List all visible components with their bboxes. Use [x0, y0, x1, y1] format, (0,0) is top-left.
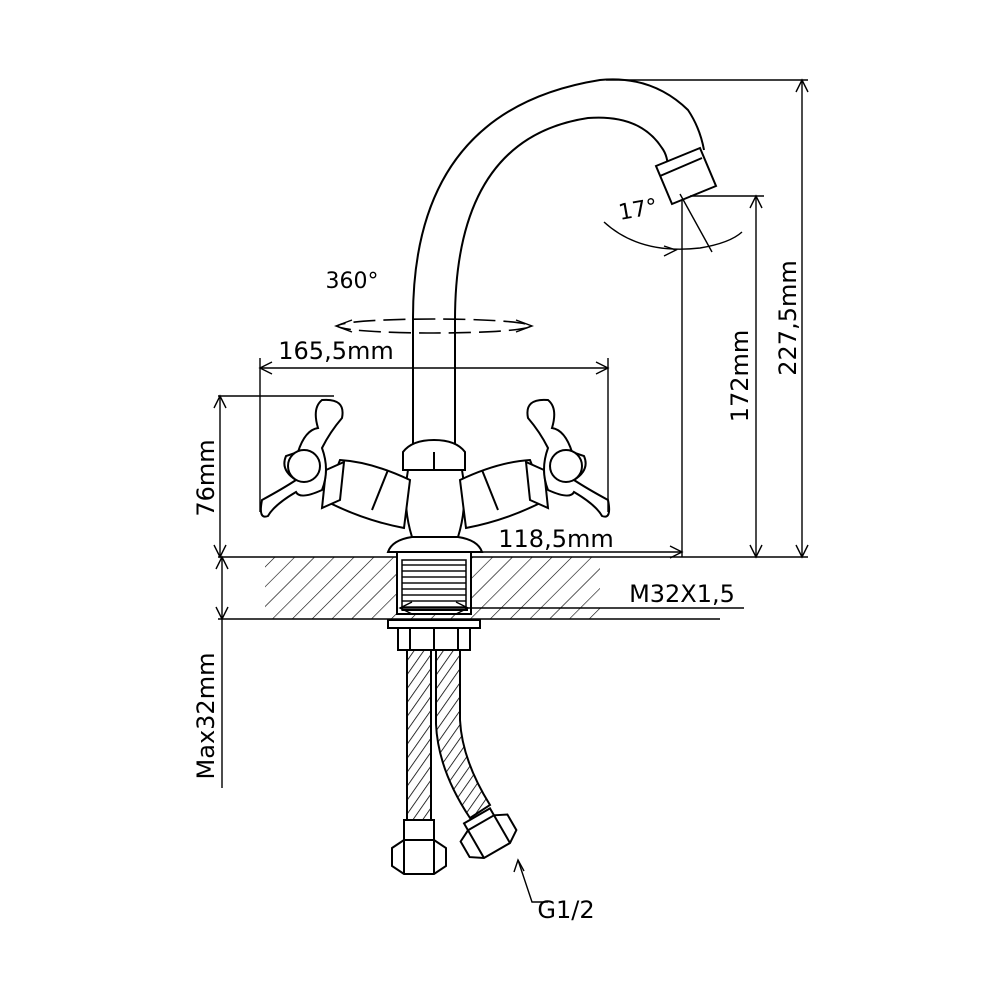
handle-span-label: 165,5mm	[278, 337, 393, 365]
hose-connection-callout: G1/2	[513, 858, 595, 924]
faucet-body	[386, 469, 484, 553]
cross-handle-left	[259, 398, 344, 518]
hose-left	[391, 649, 447, 875]
valve-body-right	[458, 458, 550, 530]
counter-thickness-label: Max32mm	[192, 653, 220, 780]
total-height-label: 227,5mm	[774, 260, 802, 375]
dimension-outlet-height: 172mm	[690, 194, 764, 559]
dimension-total-height: 227,5mm	[606, 78, 809, 559]
dimension-counter-thickness: Max32mm	[192, 555, 229, 788]
rotation-label: 360°	[326, 269, 379, 294]
spout	[402, 78, 718, 471]
outlet-height-label: 172mm	[726, 330, 754, 423]
spout-angle-label: 17°	[617, 195, 660, 226]
hose-connection-label: G1/2	[537, 896, 594, 924]
base-height-label: 76mm	[192, 439, 220, 516]
rotation-indicator: 360°	[326, 269, 534, 334]
valve-body-left	[320, 458, 412, 530]
dimension-reach: 118,5mm	[434, 200, 684, 559]
reach-label: 118,5mm	[498, 525, 613, 553]
spout-angle: 17°	[603, 193, 743, 257]
threaded-shank	[396, 551, 472, 615]
dimension-thread: M32X1,5	[398, 580, 744, 615]
thread-label: M32X1,5	[629, 580, 735, 608]
dimension-base-height: 76mm	[192, 394, 334, 559]
dimension-handle-span: 165,5mm	[258, 337, 610, 512]
cross-handle-right	[526, 398, 611, 518]
fixing-nut	[387, 619, 481, 651]
hose-right	[435, 649, 518, 860]
